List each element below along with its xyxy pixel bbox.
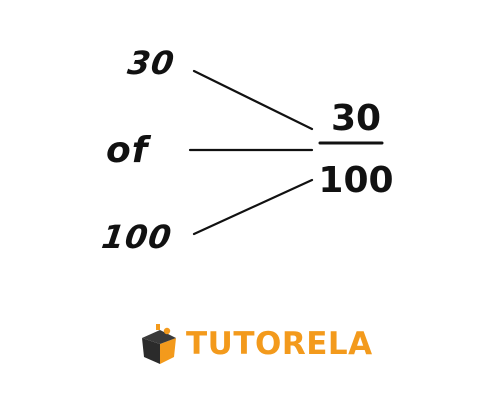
fraction-denominator: 100 — [318, 160, 394, 201]
connector-line-bottom — [192, 178, 314, 236]
tutorela-logo: TUTORELA — [140, 324, 373, 364]
label-of: of — [106, 130, 149, 171]
logo-text: TUTORELA — [186, 326, 373, 362]
connector-line-top — [192, 69, 314, 131]
label-30: 30 — [125, 44, 178, 82]
label-100: 100 — [99, 218, 175, 256]
fraction-numerator: 30 — [330, 98, 382, 139]
tutorela-logo-icon — [142, 324, 176, 364]
